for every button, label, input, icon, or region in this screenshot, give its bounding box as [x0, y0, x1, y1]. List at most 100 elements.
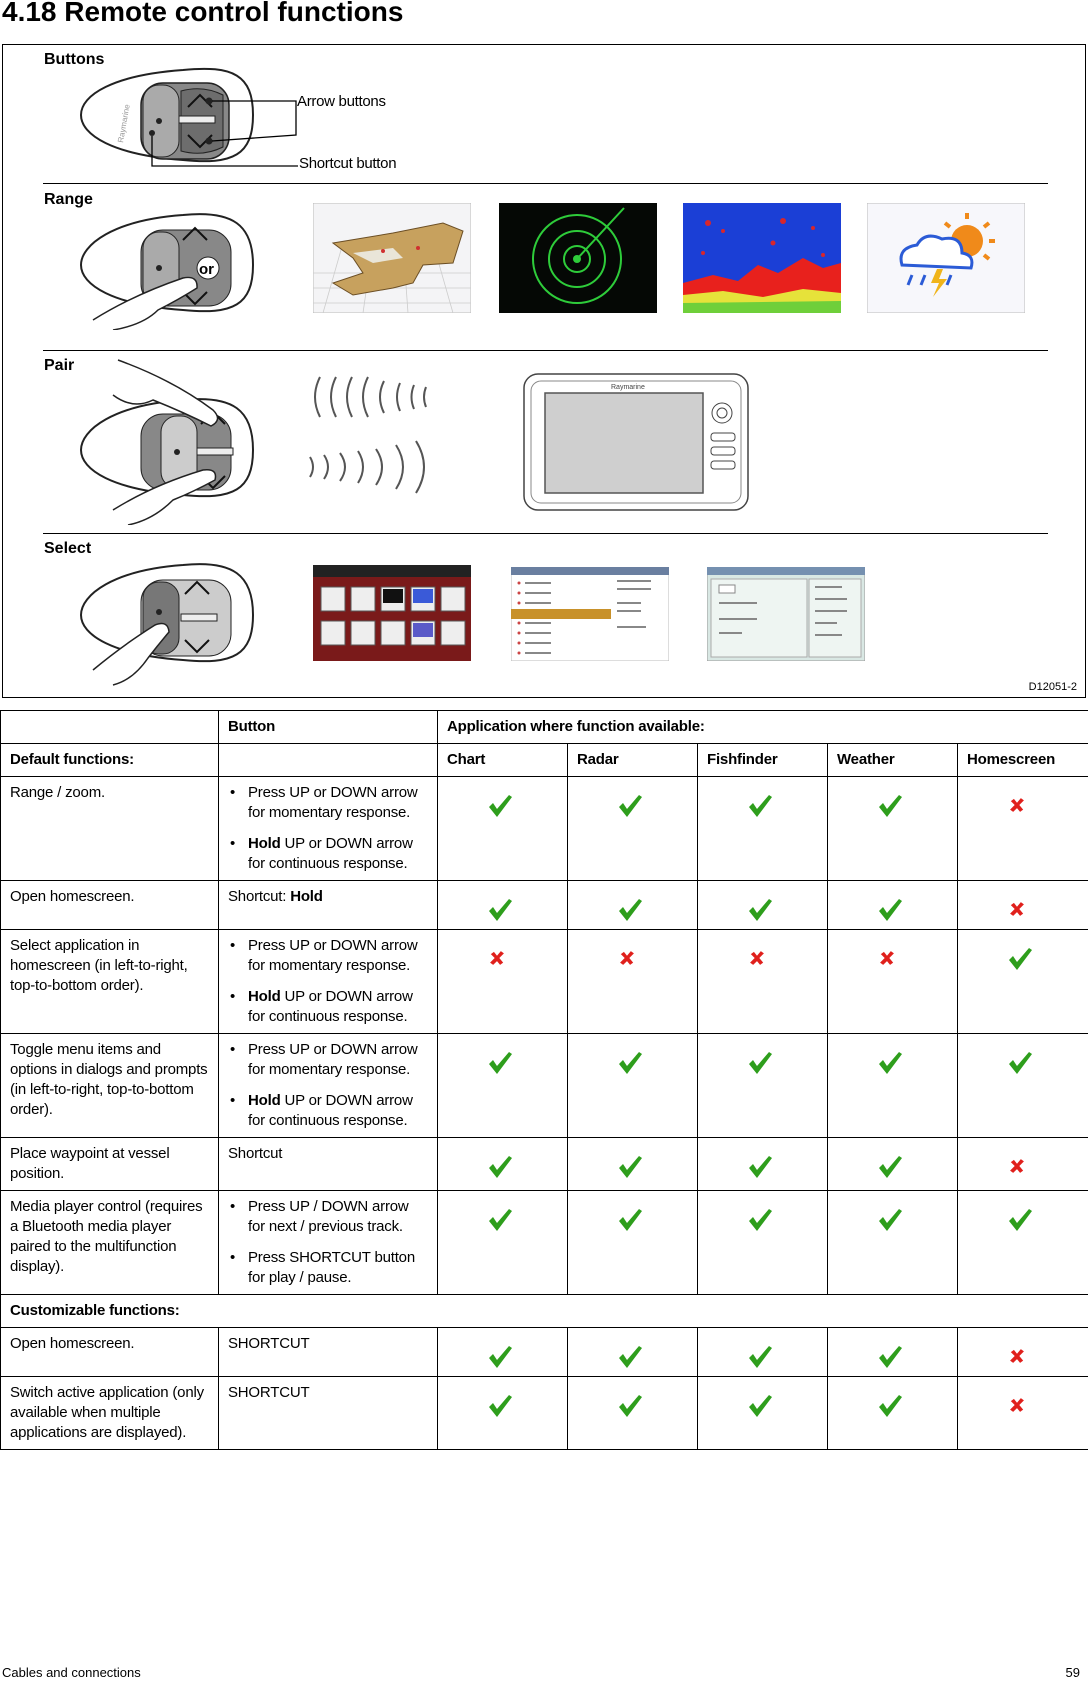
- hold-rest: UP or DOWN arrow for continuous response…: [248, 1092, 413, 1129]
- availability-cell: [567, 880, 698, 930]
- checkmark-icon: [619, 1346, 642, 1368]
- header-app-weather: Weather: [827, 743, 958, 777]
- table-row: Toggle menu items and options in dialogs…: [0, 1033, 1088, 1138]
- checkmark-icon: [879, 1156, 902, 1178]
- availability-cell: [437, 1376, 568, 1450]
- figure-id: D12051-2: [1028, 681, 1077, 693]
- section-label-select: Select: [44, 540, 92, 557]
- checkmark-icon: [619, 795, 642, 817]
- checkmark-icon: [619, 1395, 642, 1417]
- availability-cell: [956, 776, 1088, 881]
- function-cell: Open homescreen.: [0, 1327, 219, 1377]
- cross-icon: [1010, 902, 1024, 916]
- checkmark-icon: [879, 899, 902, 921]
- checkmark-icon: [749, 795, 772, 817]
- bullet-item: Press UP or DOWN arrow for momentary res…: [228, 1040, 429, 1080]
- section-label-buttons: Buttons: [44, 51, 105, 68]
- button-cell: Shortcut: [218, 1137, 438, 1191]
- checkmark-icon: [749, 1209, 772, 1231]
- hold-rest: UP or DOWN arrow for continuous response…: [248, 835, 413, 872]
- bullet-item: Press SHORTCUT button for play / pause.: [228, 1248, 429, 1288]
- header-app-chart: Chart: [437, 743, 568, 777]
- footer-page-number: 59: [1065, 1665, 1080, 1680]
- availability-cell: [827, 880, 958, 930]
- function-cell: Switch active application (only availabl…: [0, 1376, 219, 1450]
- divider: [43, 183, 1048, 184]
- functions-table: Button Application where function availa…: [0, 710, 1088, 1450]
- availability-cell: [567, 1137, 698, 1191]
- display-brand-label: Raymarine: [611, 384, 645, 391]
- table-row: Open homescreen. SHORTCUT: [0, 1327, 1088, 1377]
- or-label: or: [199, 261, 214, 278]
- button-cell: Press UP or DOWN arrow for momentary res…: [218, 929, 438, 1034]
- radar-app-thumbnail: [499, 203, 657, 313]
- table-row: Open homescreen. Shortcut: Hold: [0, 880, 1088, 930]
- button-cell: Press UP or DOWN arrow for momentary res…: [218, 1033, 438, 1138]
- checkmark-icon: [619, 899, 642, 921]
- availability-cell: [567, 929, 698, 1034]
- checkmark-icon: [489, 1156, 512, 1178]
- availability-cell: [956, 1190, 1088, 1295]
- table-subheader-row: Default functions: Chart Radar Fishfinde…: [0, 743, 1088, 777]
- function-cell: Select application in homescreen (in lef…: [0, 929, 219, 1034]
- availability-cell: [697, 1327, 828, 1377]
- cross-icon: [490, 951, 504, 965]
- divider: [43, 533, 1048, 534]
- header-default-functions: Default functions:: [0, 743, 219, 777]
- availability-cell: [827, 1137, 958, 1191]
- checkmark-icon: [879, 1346, 902, 1368]
- checkmark-icon: [489, 1052, 512, 1074]
- availability-cell: [437, 1033, 568, 1138]
- weather-app-thumbnail: [867, 203, 1025, 313]
- availability-cell: [437, 880, 568, 930]
- table-row: Place waypoint at vessel position. Short…: [0, 1137, 1088, 1191]
- checkmark-icon: [749, 1156, 772, 1178]
- checkmark-icon: [749, 1346, 772, 1368]
- checkmark-icon: [619, 1052, 642, 1074]
- multifunction-display-illustration: Raymarine: [523, 373, 749, 511]
- availability-cell: [437, 1327, 568, 1377]
- checkmark-icon: [749, 1052, 772, 1074]
- menu-list-thumbnail: [511, 567, 669, 661]
- header-application: Application where function available:: [436, 710, 1088, 744]
- availability-cell: [827, 929, 958, 1034]
- function-cell: Open homescreen.: [0, 880, 219, 930]
- function-cell: Place waypoint at vessel position.: [0, 1137, 219, 1191]
- header-app-fishfinder: Fishfinder: [697, 743, 828, 777]
- bullet-item: Hold UP or DOWN arrow for continuous res…: [228, 834, 429, 874]
- availability-cell: [437, 776, 568, 881]
- cross-icon: [880, 951, 894, 965]
- checkmark-icon: [489, 1209, 512, 1231]
- cross-icon: [1010, 798, 1024, 812]
- hold-word: Hold: [248, 1092, 281, 1109]
- divider: [43, 350, 1048, 351]
- checkmark-icon: [879, 1052, 902, 1074]
- availability-cell: [956, 929, 1088, 1034]
- checkmark-icon: [1009, 1209, 1032, 1231]
- button-cell: SHORTCUT: [218, 1327, 438, 1377]
- empty-header-cell: [218, 743, 438, 777]
- checkmark-icon: [1009, 948, 1032, 970]
- cross-icon: [750, 951, 764, 965]
- callout-arrow-buttons: Arrow buttons: [297, 93, 386, 110]
- fishfinder-app-thumbnail: [683, 203, 841, 313]
- function-cell: Range / zoom.: [0, 776, 219, 881]
- availability-cell: [437, 1190, 568, 1295]
- remote-range-illustration: or: [79, 213, 255, 330]
- checkmark-icon: [749, 899, 772, 921]
- table-row: Switch active application (only availabl…: [0, 1376, 1088, 1450]
- availability-cell: [697, 1190, 828, 1295]
- hold-rest: UP or DOWN arrow for continuous response…: [248, 988, 413, 1025]
- hold-word: Hold: [248, 835, 281, 852]
- header-app-radar: Radar: [567, 743, 698, 777]
- table-row: Range / zoom. Press UP or DOWN arrow for…: [0, 776, 1088, 881]
- header-app-homescreen: Homescreen: [956, 743, 1088, 777]
- chart-app-thumbnail: [313, 203, 471, 313]
- bullet-item: Hold UP or DOWN arrow for continuous res…: [228, 987, 429, 1027]
- remote-buttons-illustration: Raymarine: [79, 67, 298, 167]
- availability-cell: [956, 1327, 1088, 1377]
- bullet-item: Press UP or DOWN arrow for momentary res…: [228, 936, 429, 976]
- availability-cell: [956, 1033, 1088, 1138]
- remote-pair-illustration: [79, 359, 255, 525]
- dialog-thumbnail: [707, 567, 865, 661]
